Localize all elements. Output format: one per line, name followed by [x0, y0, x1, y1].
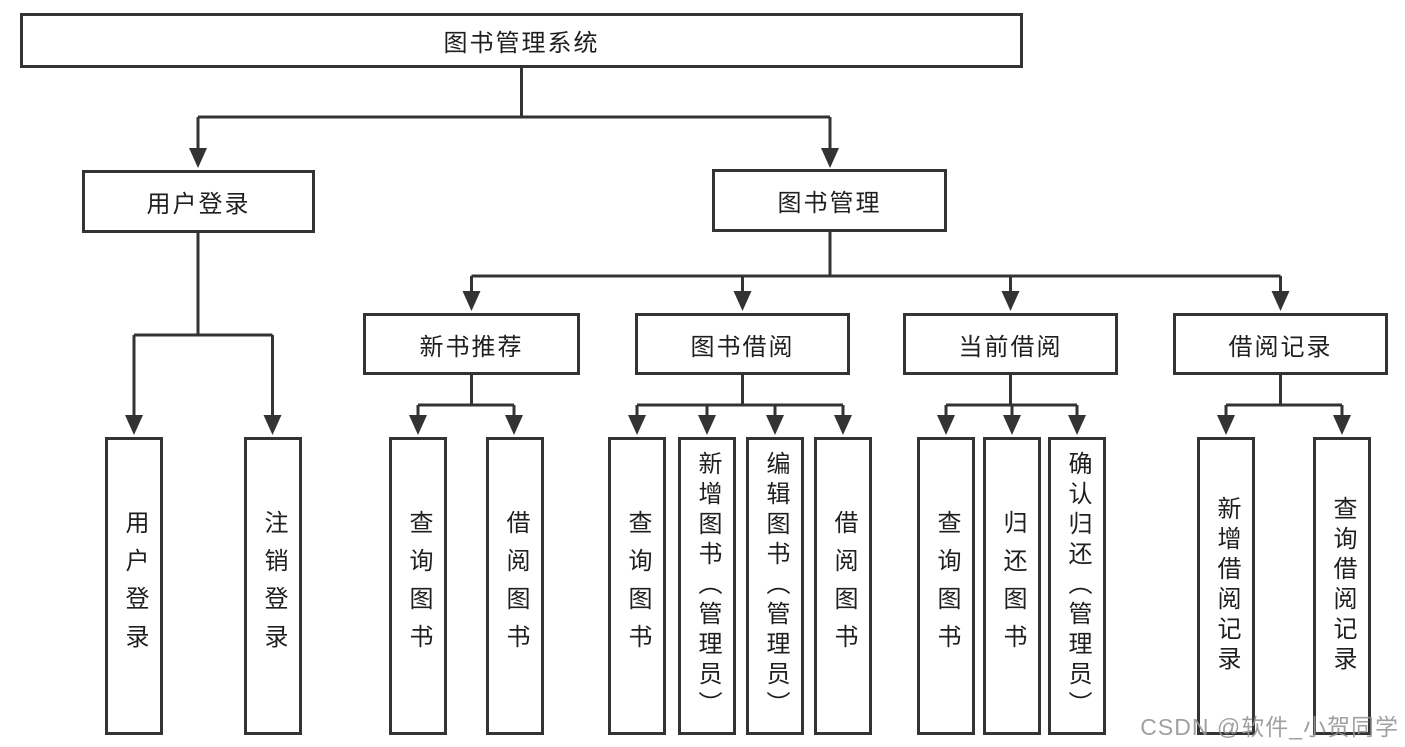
leaf-current-confirm-return-admin: 确认归还（管理员） — [1048, 437, 1106, 735]
leaf-label: 确认归还（管理员） — [1064, 451, 1091, 721]
node-book-management: 图书管理 — [712, 169, 947, 232]
leaf-label: 注销登录 — [260, 510, 287, 662]
leaf-label: 查询借阅记录 — [1329, 496, 1356, 676]
leaf-label: 用户登录 — [121, 510, 148, 662]
node-label: 图书管理 — [777, 190, 882, 217]
node-user-login: 用户登录 — [82, 170, 315, 233]
leaf-label: 查询图书 — [405, 510, 432, 662]
node-label: 图书管理系统 — [443, 30, 600, 57]
leaf-label: 查询图书 — [933, 510, 960, 662]
leaf-label: 编辑图书（管理员） — [762, 451, 789, 721]
csdn-watermark: CSDN @软件_小贺同学 — [1140, 714, 1399, 740]
leaf-borrowing-add-books-admin: 新增图书（管理员） — [678, 437, 736, 735]
leaf-newbook-query-books: 查询图书 — [389, 437, 447, 735]
leaf-current-return-books: 归还图书 — [983, 437, 1041, 735]
leaf-label: 借阅图书 — [830, 510, 857, 662]
leaf-records-query-record: 查询借阅记录 — [1313, 437, 1371, 735]
leaf-borrowing-edit-books-admin: 编辑图书（管理员） — [746, 437, 804, 735]
leaf-records-add-record: 新增借阅记录 — [1197, 437, 1255, 735]
leaf-logout: 注销登录 — [244, 437, 302, 735]
node-library-management-system: 图书管理系统 — [20, 13, 1023, 68]
node-label: 借阅记录 — [1228, 333, 1333, 361]
leaf-label: 借阅图书 — [502, 510, 529, 662]
leaf-label: 新增借阅记录 — [1213, 496, 1240, 676]
node-label: 用户登录 — [146, 191, 251, 218]
node-label: 图书借阅 — [690, 333, 795, 361]
leaf-label: 查询图书 — [624, 510, 651, 662]
node-borrowing-records: 借阅记录 — [1173, 313, 1388, 375]
node-book-borrowing: 图书借阅 — [635, 313, 850, 375]
node-label: 当前借阅 — [958, 333, 1063, 361]
node-new-book-recommendation: 新书推荐 — [363, 313, 580, 375]
leaf-borrowing-borrow-books: 借阅图书 — [814, 437, 872, 735]
leaf-user-login: 用户登录 — [105, 437, 163, 735]
node-current-borrowing: 当前借阅 — [903, 313, 1118, 375]
leaf-label: 新增图书（管理员） — [694, 451, 721, 721]
leaf-label: 归还图书 — [999, 510, 1026, 662]
node-label: 新书推荐 — [419, 333, 524, 361]
leaf-current-query-books: 查询图书 — [917, 437, 975, 735]
leaf-newbook-borrow-books: 借阅图书 — [486, 437, 544, 735]
leaf-borrowing-query-books: 查询图书 — [608, 437, 666, 735]
